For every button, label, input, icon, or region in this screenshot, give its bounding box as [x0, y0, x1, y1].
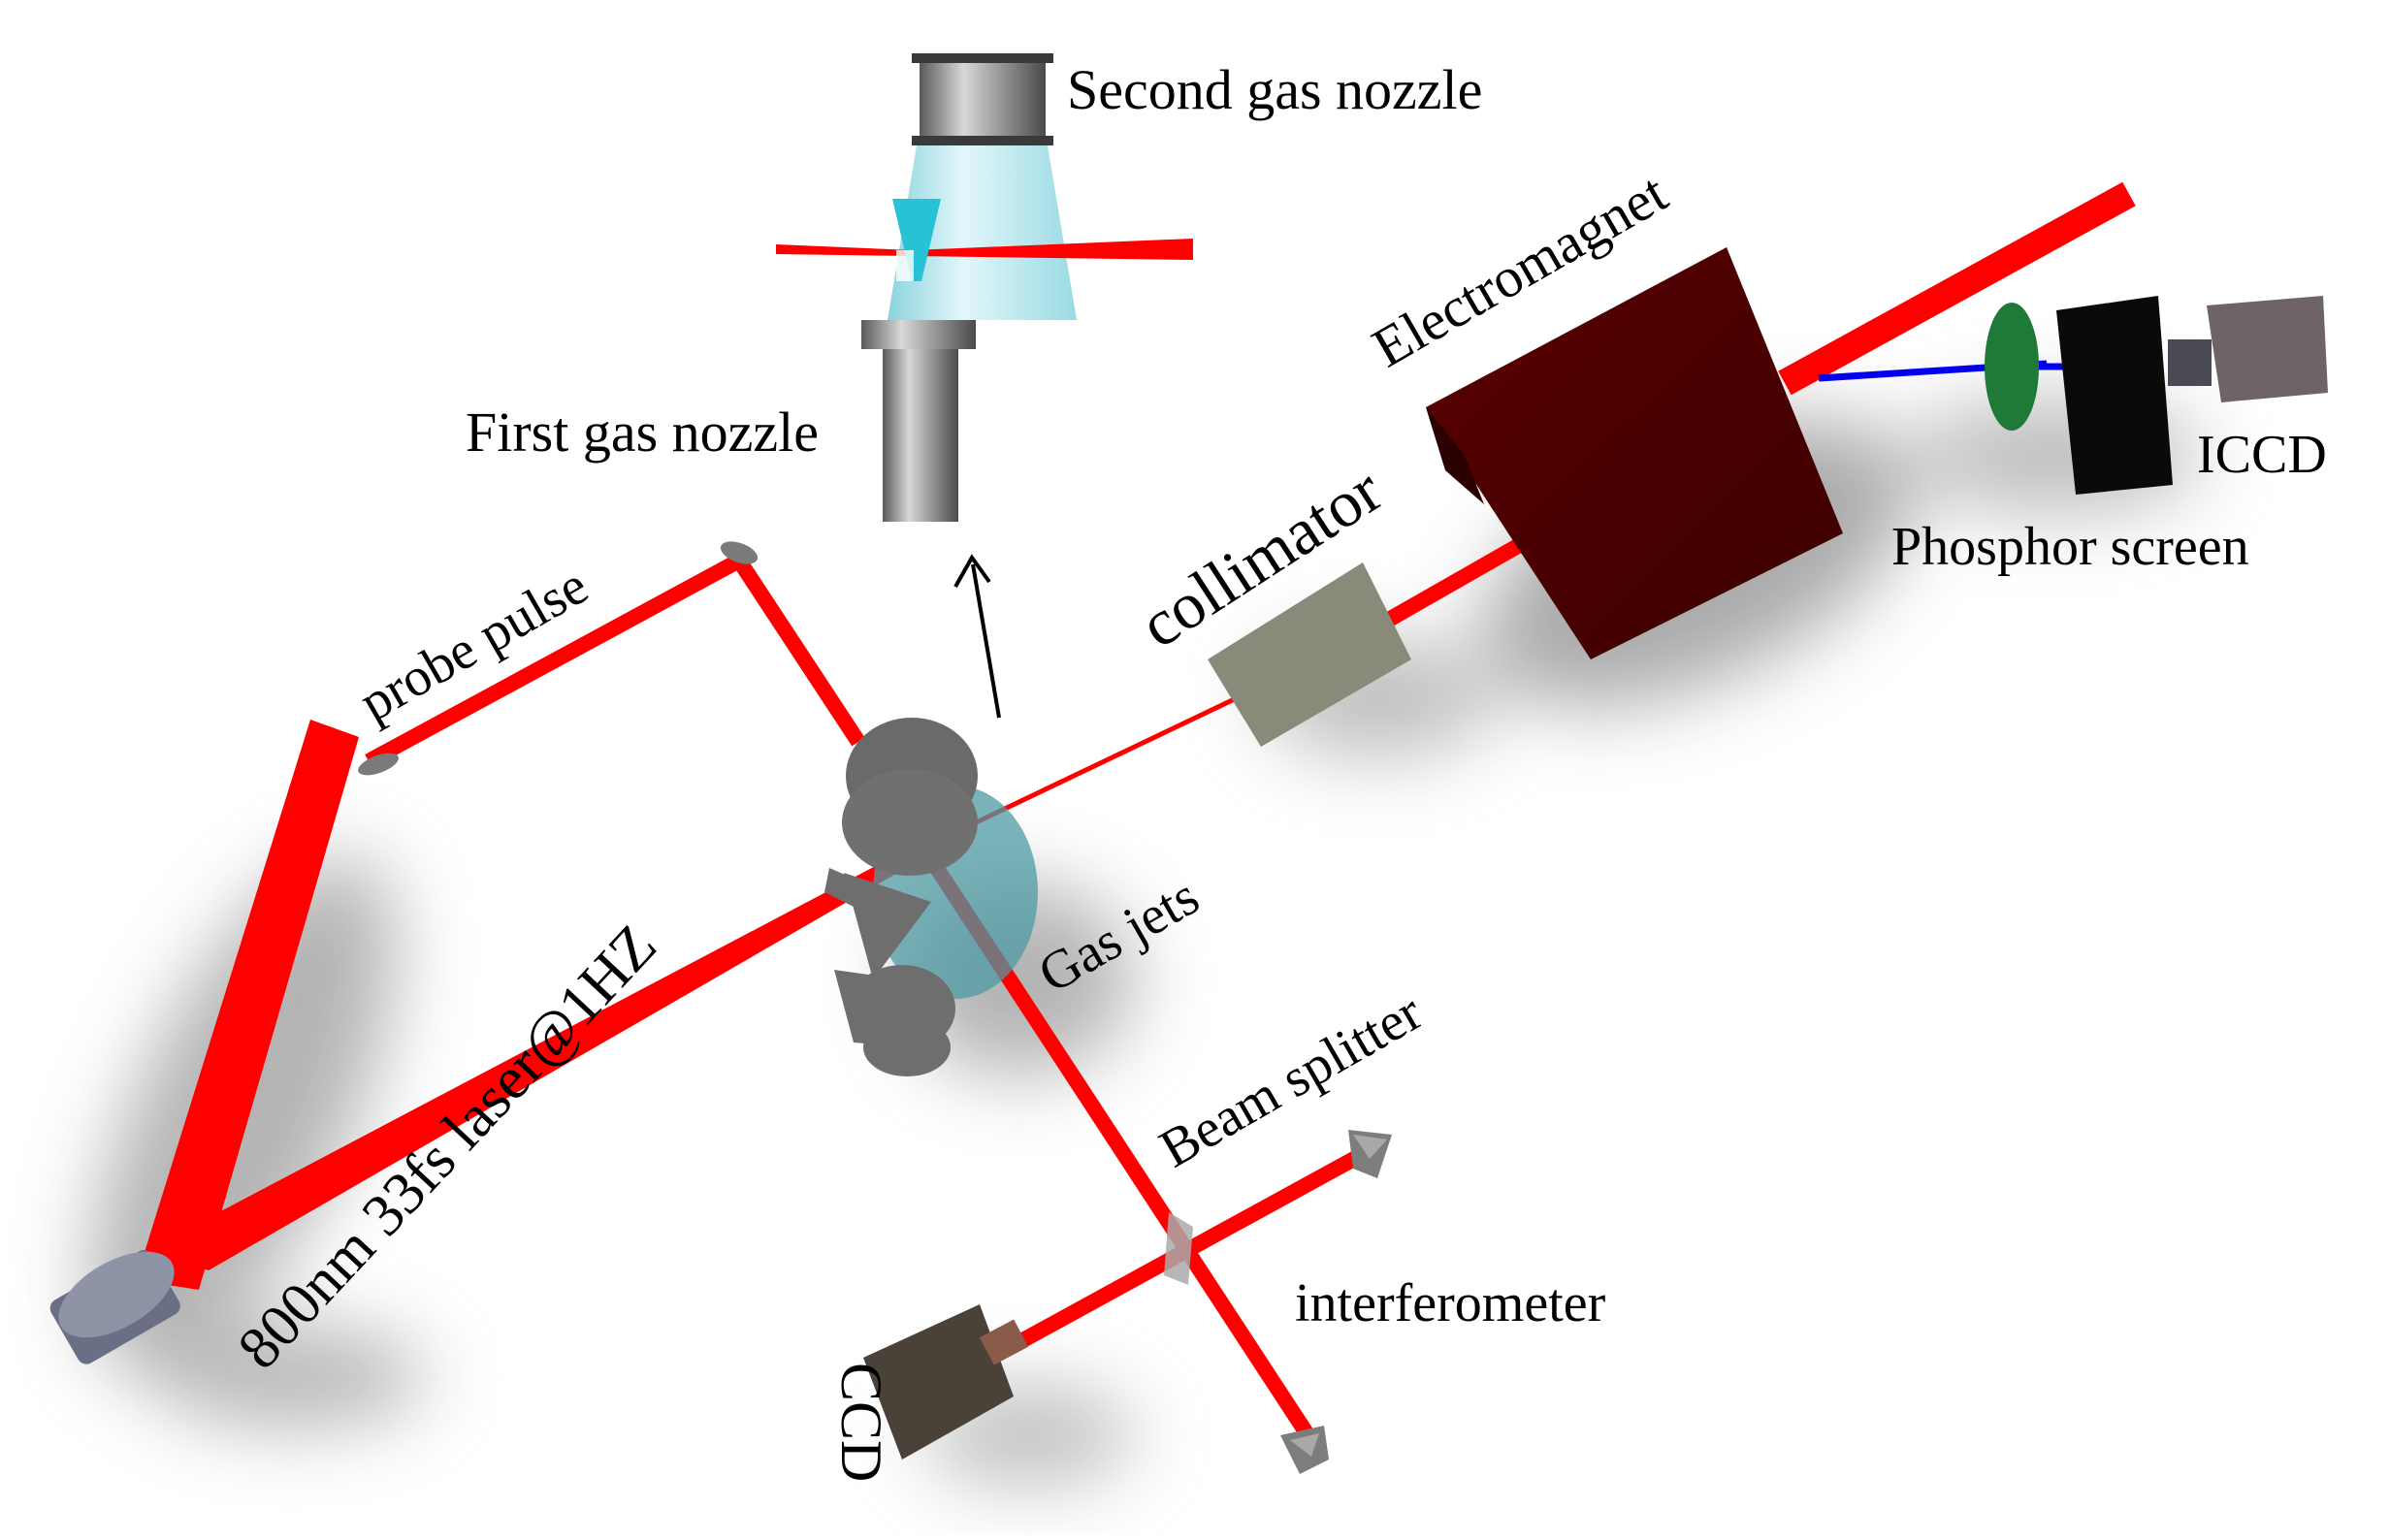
phosphor-screen — [1985, 303, 2039, 431]
beam-splitter — [1164, 1212, 1193, 1285]
focusing-mirror — [49, 1250, 180, 1364]
icc-coupler — [2168, 339, 2212, 386]
nozzle-inset — [776, 53, 1193, 719]
laser-beams — [136, 181, 2136, 1450]
icc-camera — [2207, 296, 2328, 402]
label-beam-splitter: Beam splitter — [1150, 981, 1433, 1179]
optics — [49, 541, 1392, 1474]
icc-body — [2056, 296, 2173, 495]
second-nozzle-cone — [888, 145, 1077, 320]
inset-laser-line — [776, 239, 1193, 260]
exit-beam — [1778, 181, 2136, 396]
label-phosphor: Phosphor screen — [1891, 517, 2249, 577]
detector-assembly — [1985, 296, 2328, 495]
first-nozzle-collar — [861, 320, 976, 349]
ccd-camera — [863, 1304, 1029, 1460]
first-nozzle-jet — [892, 199, 941, 281]
second-nozzle-cap — [920, 53, 1046, 145]
probe-beam-2 — [732, 556, 865, 747]
main-beam-lower-leg — [145, 842, 931, 1270]
probe-beam-1 — [365, 553, 743, 769]
electromagnet — [1426, 247, 1843, 659]
label-icc: ICCD — [2197, 425, 2327, 485]
turning-mirror-top — [720, 541, 759, 564]
collimated-beam — [1383, 536, 1527, 627]
label-interferometer: interferometer — [1295, 1273, 1606, 1333]
label-first-nozzle: First gas nozzle — [466, 401, 819, 464]
first-nozzle-body — [883, 349, 958, 522]
gas-jets — [824, 718, 1038, 1076]
inset-arrow — [971, 563, 1001, 719]
label-ccd: CCD — [829, 1363, 893, 1482]
main-beam-upper-leg — [136, 720, 359, 1290]
probe-pickoff-mirror — [358, 753, 399, 776]
collimator — [1208, 562, 1411, 747]
label-second-nozzle: Second gas nozzle — [1067, 58, 1482, 121]
